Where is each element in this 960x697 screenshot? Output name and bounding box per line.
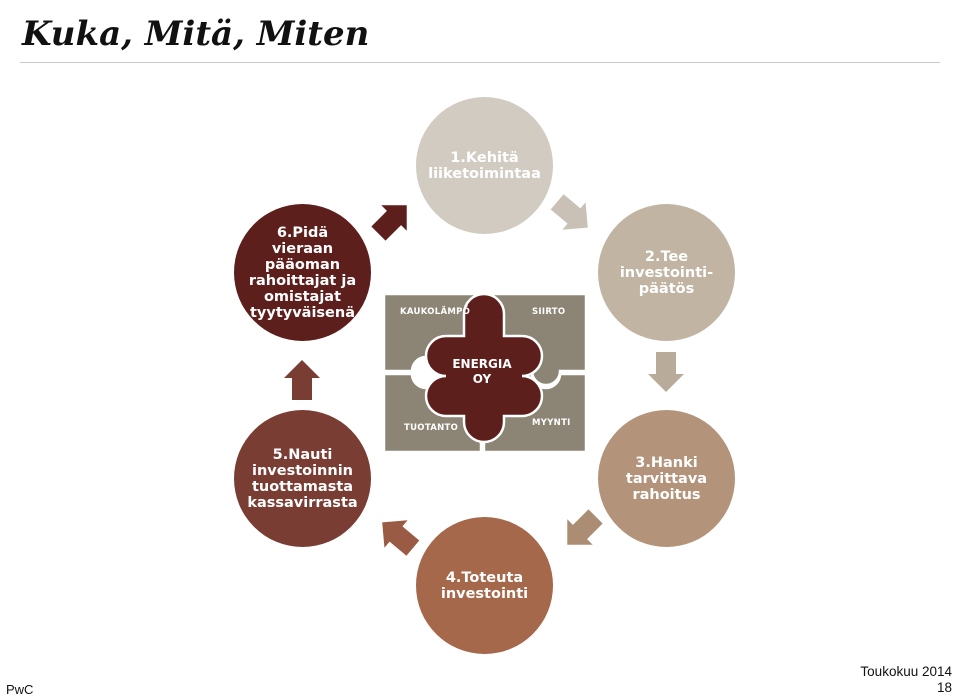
puzzle-label-tuotanto: TUOTANTO <box>404 423 458 433</box>
step-5-circle: 5.Nauti investoinnin tuottamasta kassavi… <box>234 410 371 547</box>
puzzle-center-energia-oy <box>424 292 544 444</box>
puzzle-center-line-2: OY <box>473 372 492 386</box>
footer-date: Toukokuu 2014 <box>860 664 952 679</box>
step-6-label: 6.Pidä vieraan pääoman rahoittajat ja om… <box>248 224 357 321</box>
step-4-circle: 4.Toteuta investointi <box>416 517 553 654</box>
step-2-circle: 2.Tee investointi- päätös <box>598 204 735 341</box>
step-3-label: 3.Hanki tarvittava rahoitus <box>625 454 708 503</box>
footer-meta: Toukokuu 2014 18 <box>860 664 952 696</box>
puzzle-label-siirto: SIIRTO <box>532 307 565 317</box>
energia-oy-puzzle: KAUKOLÄMPÖ SIIRTO TUOTANTO MYYNTI ENERGI… <box>382 292 588 454</box>
step-1-circle: 1.Kehitä liiketoimintaa <box>416 97 553 234</box>
step-2-label: 2.Tee investointi- päätös <box>619 248 714 297</box>
step-4-label: 4.Toteuta investointi <box>440 569 529 602</box>
step-5-label: 5.Nauti investoinnin tuottamasta kassavi… <box>247 446 358 511</box>
arrow-4-to-5 <box>382 520 420 556</box>
step-6-circle: 6.Pidä vieraan pääoman rahoittajat ja om… <box>234 204 371 341</box>
arrow-5-to-6 <box>284 360 320 400</box>
puzzle-label-kaukolampo: KAUKOLÄMPÖ <box>400 306 470 317</box>
arrow-2-to-3 <box>648 352 684 392</box>
footer-page-number: 18 <box>936 680 952 695</box>
arrow-3-to-4 <box>567 509 603 545</box>
arrow-1-to-2 <box>550 194 588 230</box>
title-divider <box>20 62 940 63</box>
puzzle-center-line-1: ENERGIA <box>452 357 512 371</box>
arrow-6-to-1 <box>371 205 407 241</box>
puzzle-label-myynti: MYYNTI <box>532 418 571 428</box>
footer-brand: PwC <box>6 682 34 697</box>
step-3-circle: 3.Hanki tarvittava rahoitus <box>598 410 735 547</box>
step-1-label: 1.Kehitä liiketoimintaa <box>428 149 541 182</box>
page-title: Kuka, Mitä, Miten <box>22 14 370 54</box>
